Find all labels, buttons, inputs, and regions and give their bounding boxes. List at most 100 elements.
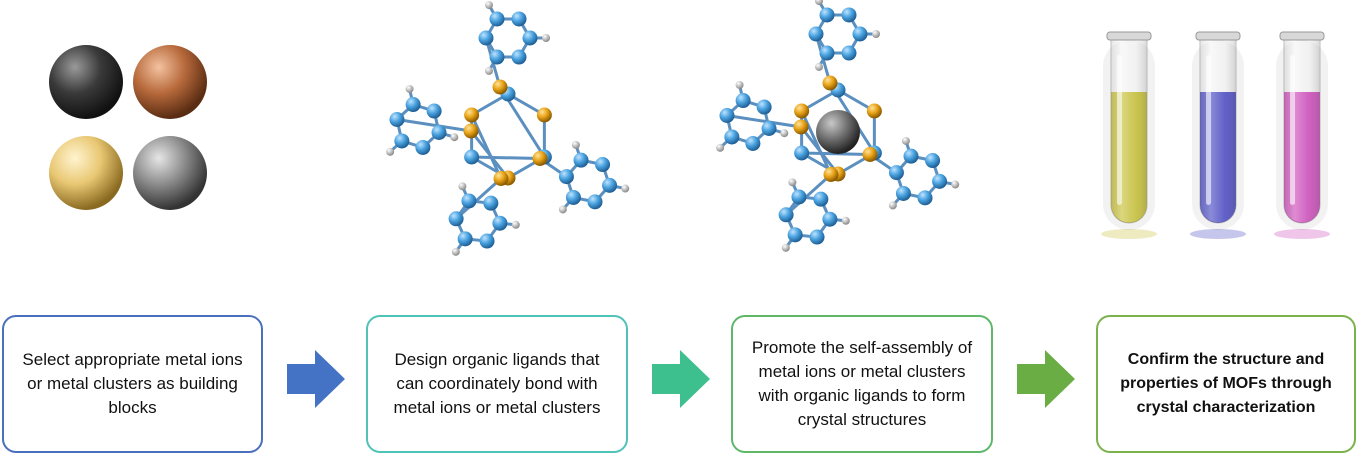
- carbon-atom: [558, 169, 574, 185]
- metal-ball-silver: [133, 136, 207, 210]
- hydrogen-atom: [716, 143, 725, 152]
- carbon-atom: [761, 121, 777, 137]
- carbon-atom: [925, 153, 941, 169]
- nitrogen-atom: [793, 119, 809, 135]
- step-box-characterization: Confirm the structure and properties of …: [1096, 315, 1356, 453]
- carbon-atom: [719, 107, 735, 123]
- carbon-atom: [511, 11, 527, 27]
- hydrogen-atom: [405, 84, 414, 93]
- test-tube: [1101, 31, 1157, 239]
- hydrogen-atom: [485, 66, 493, 75]
- nitrogen-atom: [532, 151, 548, 166]
- hydrogen-atom: [841, 216, 850, 225]
- carbon-atom: [917, 190, 933, 206]
- nitrogen-atom: [794, 103, 810, 119]
- metal-ball-copper: [133, 45, 207, 119]
- carbon-atom: [822, 211, 838, 227]
- hydrogen-atom: [901, 136, 910, 145]
- metal-ion-atom: [816, 110, 860, 154]
- carbon-atom: [457, 231, 473, 247]
- hydrogen-atom: [815, 62, 823, 71]
- carbon-atom: [489, 11, 505, 27]
- carbon-atom: [405, 97, 421, 113]
- nitrogen-atom: [866, 103, 882, 119]
- carbon-atom: [431, 125, 447, 141]
- carbon-atom: [791, 189, 807, 205]
- carbon-atom: [389, 111, 405, 127]
- carbon-atom: [841, 45, 857, 61]
- step-box-self-assembly: Promote the self-assembly of metal ions …: [731, 315, 993, 453]
- hydrogen-atom: [888, 201, 897, 210]
- metal-ligand-complex-molecule: [716, 0, 960, 252]
- carbon-atom: [595, 157, 611, 173]
- carbon-atom: [809, 229, 825, 245]
- metal-balls: [49, 45, 207, 210]
- hydrogen-atom: [451, 247, 460, 256]
- metal-ball-black: [49, 45, 123, 119]
- nitrogen-atom: [823, 167, 839, 182]
- hydrogen-atom: [951, 180, 960, 189]
- test-tube: [1190, 31, 1246, 239]
- carbon-atom: [461, 193, 477, 209]
- hydrogen-atom: [511, 220, 520, 229]
- carbon-atom: [448, 211, 464, 227]
- carbon-atom: [511, 49, 527, 65]
- arrow-right-icon: [652, 350, 710, 408]
- carbon-atom: [841, 7, 857, 23]
- hydrogen-atom: [571, 140, 580, 149]
- arrow-right-icon: [1017, 350, 1075, 408]
- carbon-atom: [394, 133, 410, 149]
- nitrogen-atom: [463, 123, 479, 139]
- carbon-atom: [778, 207, 794, 223]
- arrow-right-icon: [287, 350, 345, 408]
- step-box-design-ligand: Design organic ligands that can coordina…: [366, 315, 628, 453]
- hydrogen-atom: [558, 205, 567, 214]
- hydrogen-atom: [458, 182, 467, 191]
- nitrogen-atom: [822, 75, 838, 91]
- carbon-atom: [808, 26, 824, 42]
- carbon-atom: [787, 227, 803, 243]
- nitrogen-atom: [464, 107, 480, 123]
- hydrogen-atom: [450, 133, 459, 142]
- test-tubes: [1101, 31, 1330, 239]
- hydrogen-atom: [872, 30, 880, 38]
- hydrogen-atom: [542, 34, 550, 42]
- carbon-atom: [479, 233, 495, 249]
- nitrogen-atom: [493, 171, 509, 186]
- hydrogen-atom: [735, 80, 744, 89]
- carbon-atom: [756, 99, 772, 115]
- carbon-atom: [932, 173, 948, 189]
- carbon-atom: [492, 215, 508, 231]
- carbon-atom: [819, 7, 835, 23]
- carbon-atom: [464, 149, 480, 165]
- nitrogen-atom: [862, 147, 878, 162]
- carbon-atom: [724, 129, 740, 145]
- hydrogen-atom: [621, 184, 630, 193]
- carbon-atom: [573, 152, 589, 168]
- carbon-atom: [852, 26, 868, 42]
- carbon-atom: [735, 93, 751, 109]
- nitrogen-atom: [536, 107, 552, 123]
- carbon-atom: [745, 135, 761, 151]
- carbon-atom: [794, 145, 810, 161]
- carbon-atom: [813, 191, 829, 207]
- carbon-atom: [602, 177, 618, 193]
- carbon-atom: [415, 139, 431, 155]
- organic-ligand-molecule: [386, 1, 630, 256]
- hydrogen-atom: [485, 1, 493, 10]
- test-tube: [1274, 31, 1330, 239]
- hydrogen-atom: [815, 0, 823, 6]
- hydrogen-atom: [386, 147, 395, 156]
- nitrogen-atom: [492, 79, 508, 95]
- carbon-atom: [483, 195, 499, 211]
- carbon-atom: [489, 49, 505, 65]
- metal-ball-gold: [49, 136, 123, 210]
- carbon-atom: [587, 194, 603, 210]
- hydrogen-atom: [788, 178, 797, 187]
- carbon-atom: [522, 30, 538, 46]
- carbon-atom: [895, 185, 911, 201]
- carbon-atom: [478, 30, 494, 46]
- carbon-atom: [819, 45, 835, 61]
- step-box-select-metal: Select appropriate metal ions or metal c…: [2, 315, 263, 453]
